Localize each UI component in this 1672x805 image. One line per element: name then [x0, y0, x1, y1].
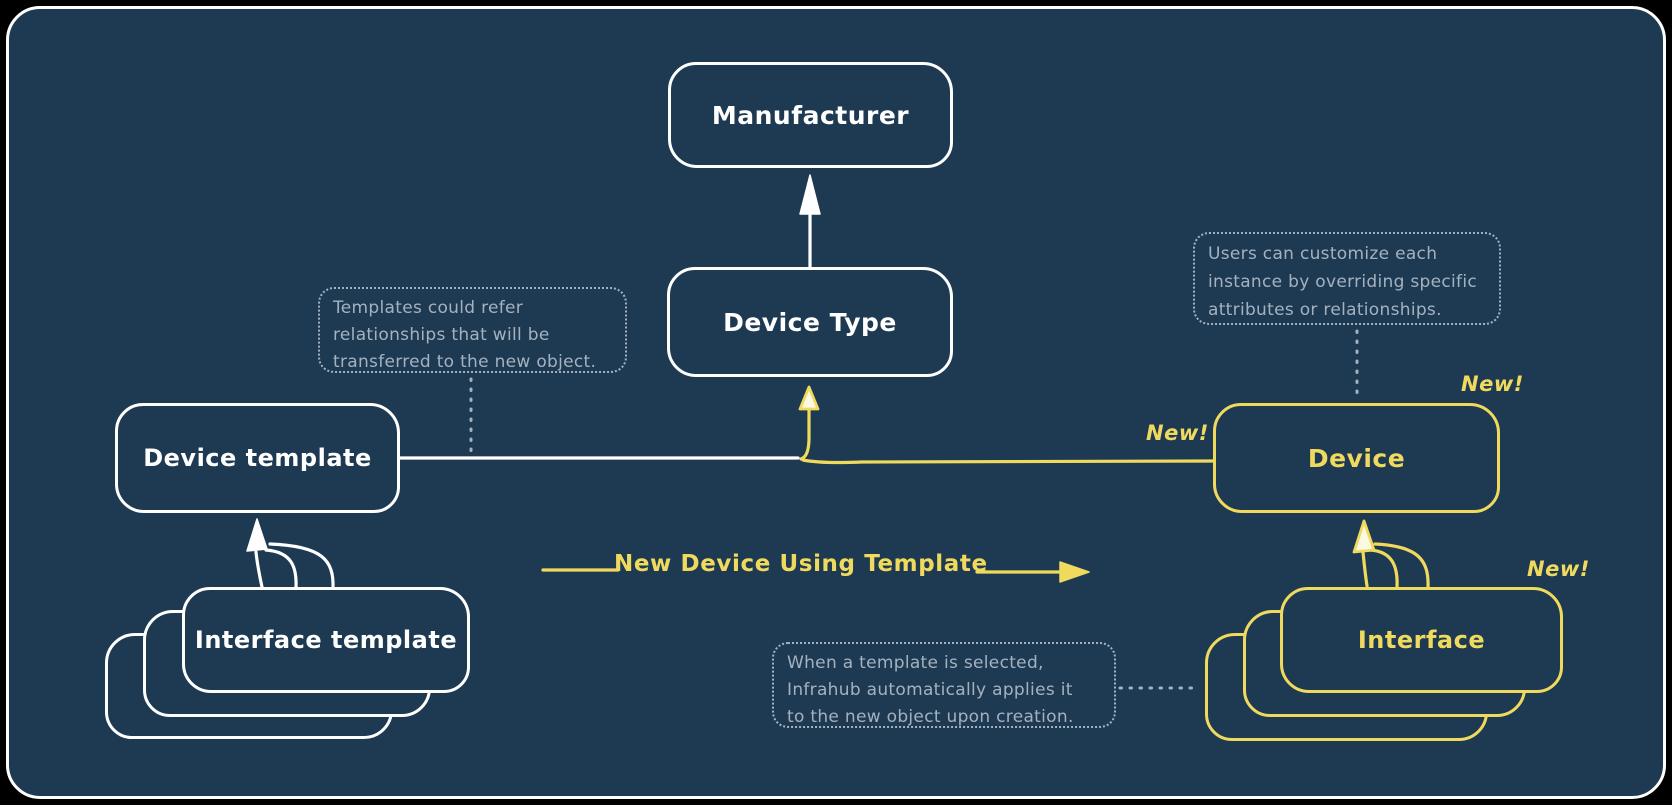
interface-line-1 — [1361, 550, 1369, 588]
junction-to-device-line — [801, 458, 1215, 465]
interface-to-device-arrowhead — [1352, 519, 1376, 554]
node-interface: Interface — [1280, 587, 1563, 693]
new-badge-device-line: New! — [1146, 421, 1209, 445]
note-apply-line-3: to the new object upon creation. — [787, 707, 1074, 727]
node-device-type: Device Type — [667, 267, 953, 377]
node-device-template: Device template — [115, 403, 400, 513]
note-customize-line-3: attributes or relationships. — [1208, 300, 1442, 320]
interface-line-2 — [1369, 548, 1399, 589]
note-templates: Templates could refer relationships that… — [318, 287, 627, 373]
node-device: Device — [1213, 403, 1500, 513]
note-templates-line-1: Templates could refer — [333, 298, 524, 318]
note-customize-line-2: instance by overriding specific — [1208, 272, 1478, 292]
note-templates-line-3: transferred to the new object. — [333, 352, 597, 372]
node-device-label: Device — [1307, 443, 1406, 473]
junction-to-devicetype-arrowhead — [798, 385, 820, 411]
node-interface-label: Interface — [1357, 626, 1486, 654]
interfacetemplate-line-3 — [268, 542, 335, 590]
interfacetemplate-to-devicetemplate-arrowhead — [246, 518, 268, 552]
note-customize-line-1: Users can customize each — [1208, 244, 1438, 264]
devicetype-to-manufacturer-arrowhead — [799, 174, 821, 215]
note-apply-line-2: Infrahub automatically applies it — [787, 680, 1073, 700]
node-interface-template: Interface template — [182, 587, 470, 693]
note-apply-line-1: When a template is selected, — [787, 653, 1044, 673]
node-manufacturer-label: Manufacturer — [711, 100, 910, 130]
note-apply: When a template is selected, Infrahub au… — [772, 642, 1116, 728]
new-badge-interface: New! — [1527, 557, 1590, 581]
junction-to-devicetype-line — [799, 405, 811, 461]
note-templates-line-2: relationships that will be — [333, 325, 550, 345]
node-interface-template-label: Interface template — [194, 626, 458, 654]
interface-line-3 — [1373, 542, 1430, 589]
flow-title-arrowhead — [1059, 561, 1090, 583]
new-badge-device: New! — [1461, 372, 1524, 396]
node-device-template-label: Device template — [143, 444, 372, 472]
interfacetemplate-line-2 — [264, 548, 298, 590]
node-manufacturer: Manufacturer — [668, 62, 953, 168]
interfacetemplate-line-1 — [254, 550, 264, 589]
flow-title: New Device Using Template — [614, 551, 988, 577]
note-customize: Users can customize each instance by ove… — [1193, 232, 1501, 325]
node-device-type-label: Device Type — [723, 307, 897, 337]
